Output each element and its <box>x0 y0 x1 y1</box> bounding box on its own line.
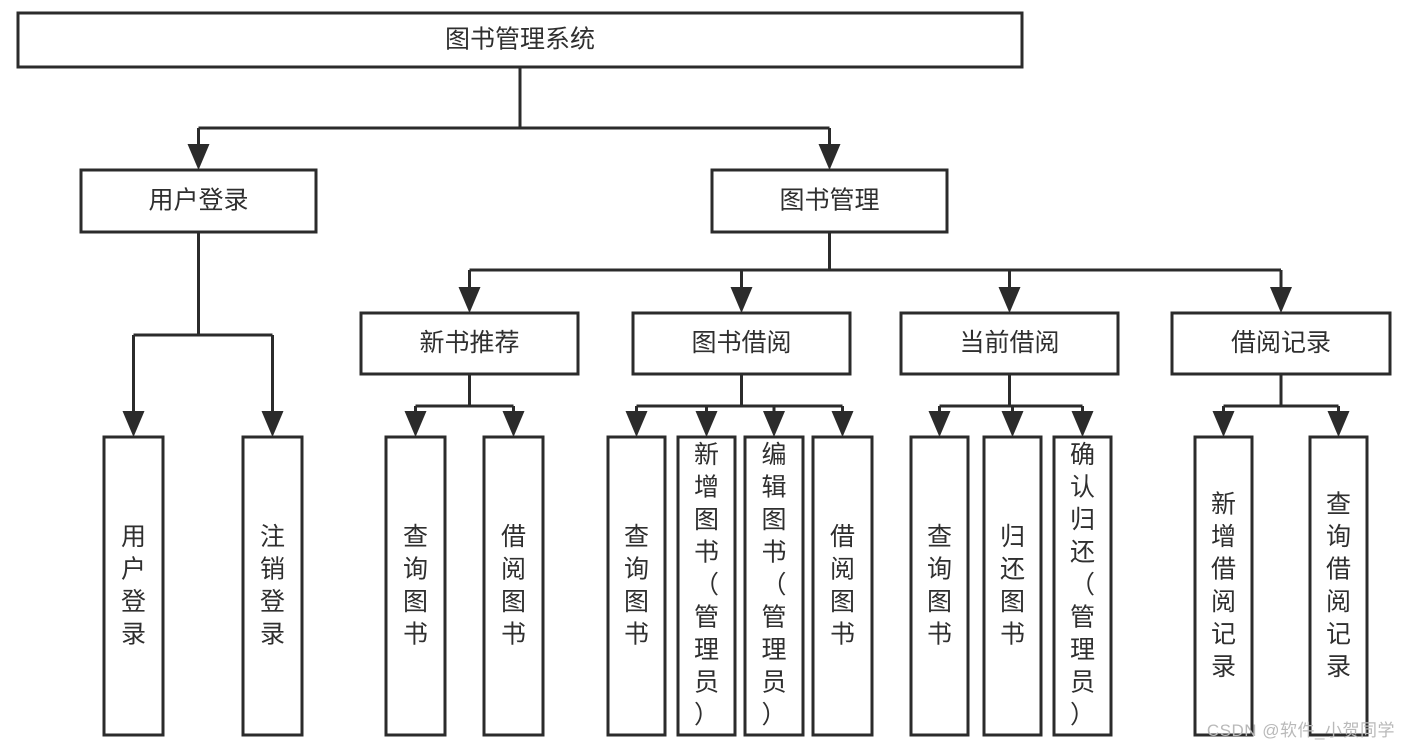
node-box-leaf-return-book <box>982 435 1043 737</box>
link-current-borrow-to-leaf-query-book-current-arrowhead <box>928 411 951 437</box>
node-label-book-management: 图书管理 <box>779 187 879 215</box>
node-label-leaf-query-book-current: 查询图书 <box>927 523 952 649</box>
link-book-borrow-to-leaf-query-book-arrowhead <box>625 411 648 437</box>
node-leaf-confirm-return-admin[interactable]: 确认归还（管理员） <box>1052 435 1113 737</box>
node-box-leaf-add-book-admin <box>676 435 737 737</box>
link-new-book-recommend-to-leaf-query-book-recommend-arrowhead <box>404 411 427 437</box>
node-label-leaf-borrow-book: 借阅图书 <box>830 523 855 649</box>
node-label-leaf-query-book: 查询图书 <box>624 523 649 649</box>
link-new-book-recommend-to-leaf-borrow-book-recommend-arrowhead <box>502 411 525 437</box>
link-root-to-user-login-arrowhead <box>187 144 210 170</box>
link-book-borrow-to-leaf-edit-book-admin-arrowhead <box>763 411 785 437</box>
node-leaf-borrow-book[interactable]: 借阅图书 <box>811 435 874 737</box>
node-label-borrow-record: 借阅记录 <box>1231 329 1331 357</box>
node-leaf-user-login[interactable]: 用户登录 <box>102 435 165 737</box>
node-box-book-management <box>710 168 949 234</box>
node-leaf-query-book-current[interactable]: 查询图书 <box>909 435 970 737</box>
node-box-current-borrow <box>899 311 1120 376</box>
node-box-leaf-query-book-recommend <box>384 435 447 737</box>
csdn-watermark: CSDN @软件_小贺同学 <box>1206 721 1395 740</box>
node-box-leaf-query-book-current <box>909 435 970 737</box>
node-box-borrow-record <box>1170 311 1392 376</box>
node-box-leaf-query-book <box>606 435 667 737</box>
node-book-borrow[interactable]: 图书借阅 <box>631 311 852 376</box>
node-label-leaf-borrow-book-recommend: 借阅图书 <box>501 523 526 649</box>
node-label-leaf-edit-book-admin: 编辑图书（管理员） <box>761 441 786 729</box>
node-label-leaf-add-borrow-record: 新增借阅记录 <box>1211 491 1236 682</box>
node-box-root <box>16 11 1024 69</box>
link-book-management-to-new-book-recommend-arrowhead <box>458 287 481 313</box>
node-leaf-query-borrow-record[interactable]: 查询借阅记录 <box>1308 435 1369 737</box>
node-current-borrow[interactable]: 当前借阅 <box>899 311 1120 376</box>
node-label-book-borrow: 图书借阅 <box>691 329 791 357</box>
node-leaf-query-book[interactable]: 查询图书 <box>606 435 667 737</box>
node-leaf-add-borrow-record[interactable]: 新增借阅记录 <box>1193 435 1254 737</box>
node-box-leaf-logout <box>241 435 304 737</box>
node-user-login[interactable]: 用户登录 <box>79 168 318 234</box>
node-label-new-book-recommend: 新书推荐 <box>419 329 519 357</box>
node-label-root: 图书管理系统 <box>445 26 595 54</box>
node-box-leaf-confirm-return-admin <box>1052 435 1113 737</box>
node-box-leaf-query-borrow-record <box>1308 435 1369 737</box>
link-book-borrow-to-leaf-borrow-book-arrowhead <box>831 411 854 437</box>
node-borrow-record[interactable]: 借阅记录 <box>1170 311 1392 376</box>
node-label-current-borrow: 当前借阅 <box>959 329 1059 357</box>
node-leaf-logout[interactable]: 注销登录 <box>241 435 304 737</box>
node-label-leaf-confirm-return-admin: 确认归还（管理员） <box>1070 441 1095 729</box>
link-current-borrow-to-leaf-return-book-arrowhead <box>1001 411 1024 437</box>
node-leaf-query-book-recommend[interactable]: 查询图书 <box>384 435 447 737</box>
node-book-management[interactable]: 图书管理 <box>710 168 949 234</box>
link-user-login-to-leaf-user-login-arrowhead <box>122 411 145 437</box>
node-label-leaf-query-book-recommend: 查询图书 <box>403 523 428 649</box>
node-box-leaf-borrow-book <box>811 435 874 737</box>
node-label-leaf-query-borrow-record: 查询借阅记录 <box>1326 491 1351 682</box>
node-leaf-return-book[interactable]: 归还图书 <box>982 435 1043 737</box>
link-root-to-book-management-arrowhead <box>818 144 841 170</box>
link-borrow-record-to-leaf-query-borrow-record-arrowhead <box>1327 411 1350 437</box>
node-leaf-add-book-admin[interactable]: 新增图书（管理员） <box>676 435 737 737</box>
node-box-leaf-add-borrow-record <box>1193 435 1254 737</box>
node-label-leaf-add-book-admin: 新增图书（管理员） <box>694 441 719 729</box>
link-book-borrow-to-leaf-add-book-admin-arrowhead <box>695 411 718 437</box>
link-user-login-to-leaf-logout-arrowhead <box>261 411 284 437</box>
link-book-management-to-book-borrow-arrowhead <box>730 287 753 313</box>
link-book-management-to-current-borrow-arrowhead <box>998 287 1021 313</box>
node-label-leaf-return-book: 归还图书 <box>1000 523 1025 649</box>
node-leaf-borrow-book-recommend[interactable]: 借阅图书 <box>482 435 545 737</box>
node-box-new-book-recommend <box>359 311 580 376</box>
node-box-leaf-user-login <box>102 435 165 737</box>
connector-lines-layer <box>122 67 1350 437</box>
node-label-user-login: 用户登录 <box>148 187 248 215</box>
nodes-layer: 图书管理系统用户登录图书管理新书推荐图书借阅当前借阅借阅记录用户登录注销登录查询… <box>16 11 1392 737</box>
node-root[interactable]: 图书管理系统 <box>16 11 1024 69</box>
link-current-borrow-to-leaf-confirm-return-admin-arrowhead <box>1071 411 1094 437</box>
node-new-book-recommend[interactable]: 新书推荐 <box>359 311 580 376</box>
link-book-management-to-borrow-record-arrowhead <box>1270 287 1292 313</box>
node-leaf-edit-book-admin[interactable]: 编辑图书（管理员） <box>743 435 805 737</box>
node-box-leaf-borrow-book-recommend <box>482 435 545 737</box>
node-label-leaf-user-login: 用户登录 <box>121 523 146 649</box>
node-box-user-login <box>79 168 318 234</box>
node-label-leaf-logout: 注销登录 <box>260 523 285 649</box>
node-box-leaf-edit-book-admin <box>743 435 805 737</box>
link-borrow-record-to-leaf-add-borrow-record-arrowhead <box>1212 411 1235 437</box>
node-box-book-borrow <box>631 311 852 376</box>
